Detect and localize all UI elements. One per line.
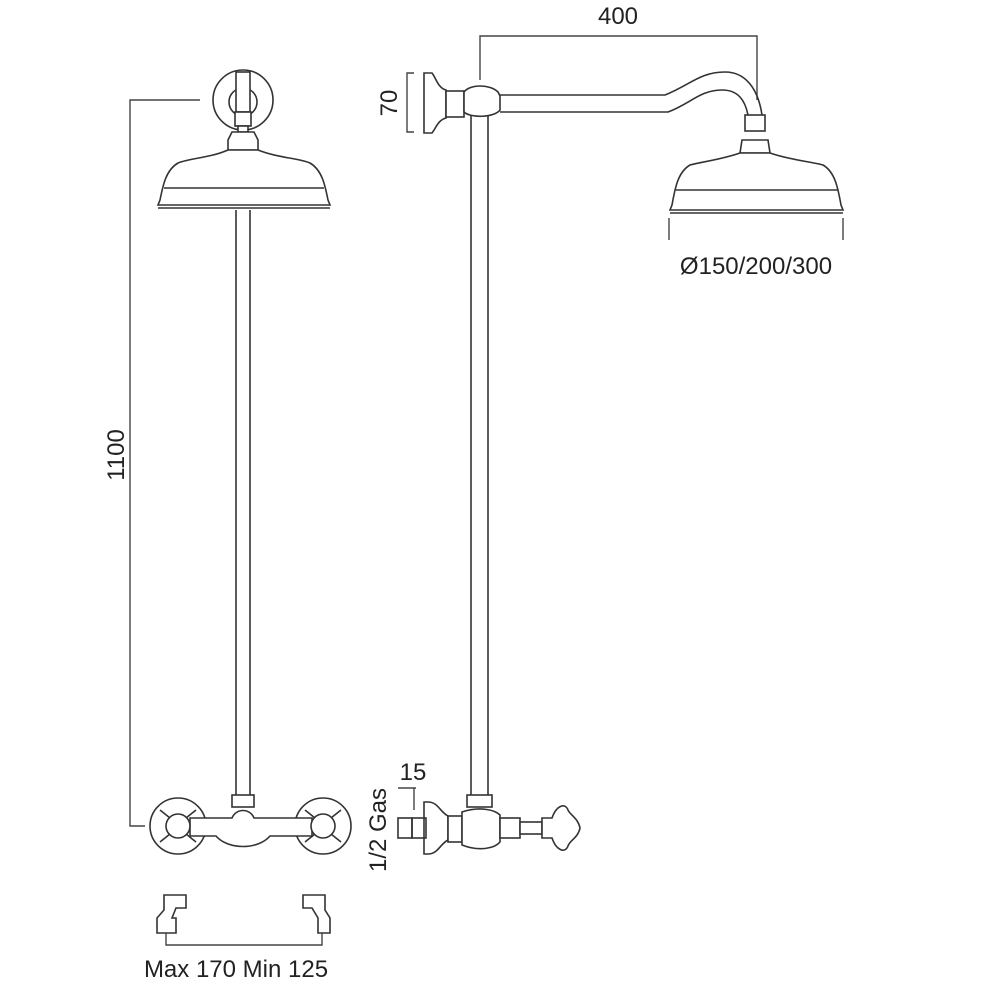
shower-head-front xyxy=(156,131,332,209)
dimension-flange-height: 70 xyxy=(376,72,414,133)
dimension-arm-length: 400 xyxy=(479,3,758,100)
dimension-connection-label: 1/2 Gas xyxy=(365,788,392,872)
riser-pipe-side xyxy=(466,116,493,808)
side-view: 400 70 Ø150/200/300 xyxy=(365,3,845,872)
dimension-arm-length-label: 400 xyxy=(598,3,638,30)
wall-flange-front xyxy=(212,69,274,133)
dimension-height-label: 1100 xyxy=(103,429,130,481)
shower-head-side: Ø150/200/300 xyxy=(668,114,845,280)
dimension-wall-offset: 15 1/2 Gas xyxy=(365,759,427,872)
dimension-flange-height-label: 70 xyxy=(376,90,403,117)
dimension-centres-label: Max 170 Min 125 xyxy=(144,956,328,983)
dimension-height: 1100 xyxy=(103,99,200,827)
dimension-head-diameter-label: Ø150/200/300 xyxy=(680,253,832,280)
riser-pipe-front xyxy=(231,210,255,808)
wall-brackets: Max 170 Min 125 xyxy=(144,894,331,983)
front-view: 1100 Max 170 Min 125 xyxy=(103,69,352,983)
wall-flange-side xyxy=(423,72,501,134)
shower-arm xyxy=(500,71,763,116)
mixer-valve-side xyxy=(423,801,581,855)
dimension-wall-offset-label: 15 xyxy=(400,759,427,786)
mixer-valve-front xyxy=(149,797,352,855)
